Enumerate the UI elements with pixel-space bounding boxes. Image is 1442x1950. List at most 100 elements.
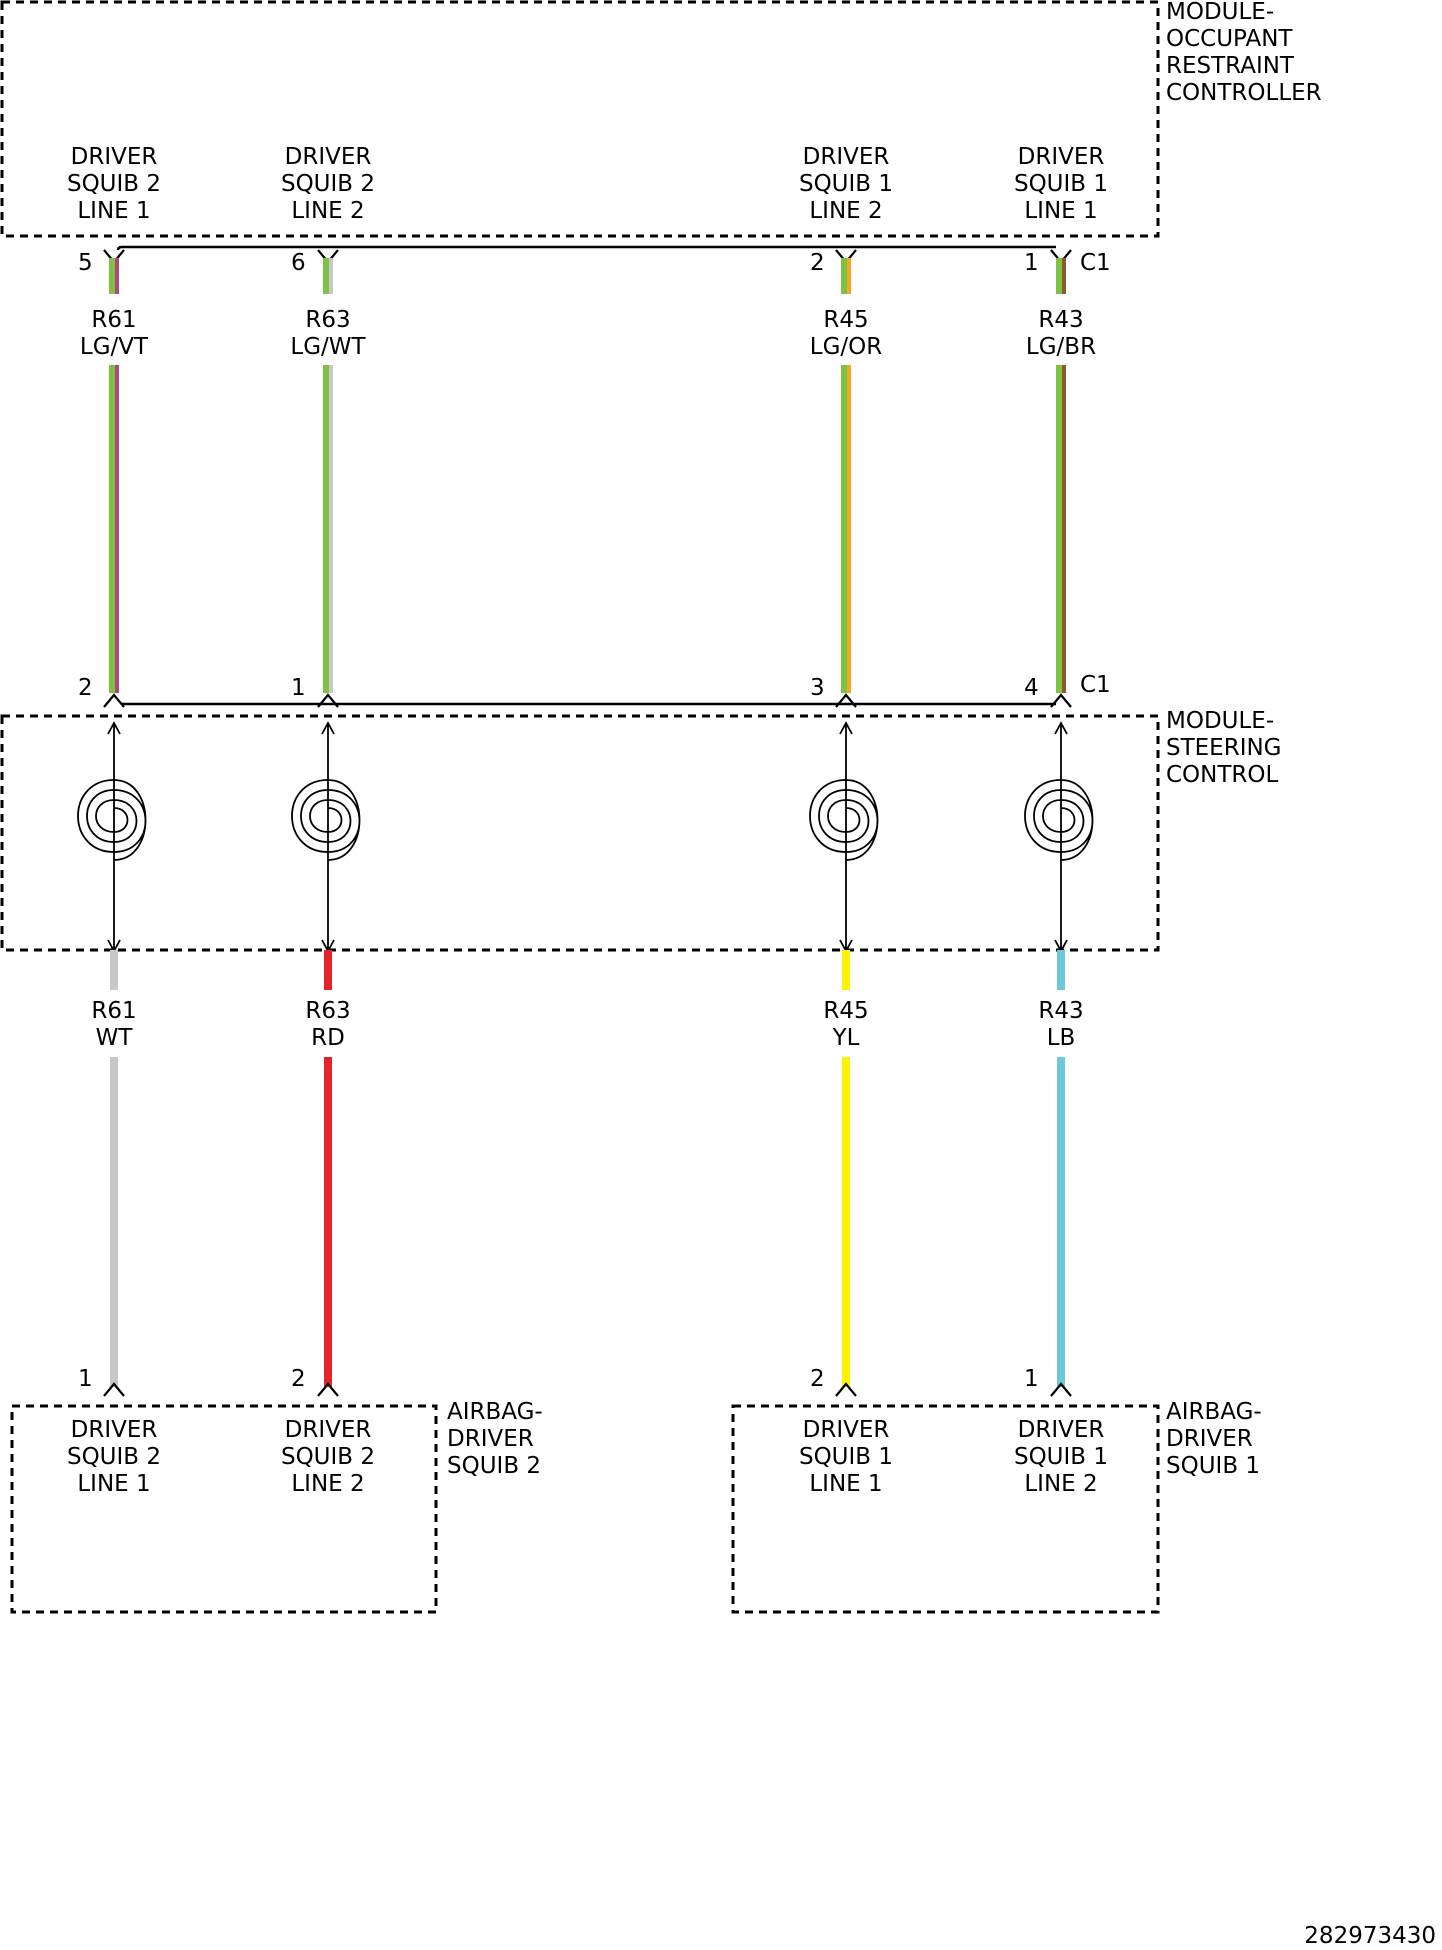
wire-color-label: LB — [1047, 1025, 1076, 1051]
module-steering-control: MODULE- STEERING CONTROL — [0, 708, 1282, 952]
wire-segment — [109, 258, 115, 294]
connector-id: C1 — [1080, 672, 1111, 698]
wire-color-label: WT — [96, 1025, 134, 1051]
wire-segment — [841, 365, 847, 693]
module-airbag-driver-squib-2: AIRBAG- DRIVER SQUIB 2 DRIVER SQUIB 2 LI… — [10, 1399, 543, 1614]
pin-label-line: DRIVER — [71, 1417, 158, 1443]
connector-pin-caret — [103, 693, 125, 708]
pin-number: 3 — [810, 675, 825, 701]
wire-segment — [324, 1057, 332, 1387]
wire-circuit-label: R61 — [91, 307, 136, 333]
module-occupant-restraint-controller: MODULE- OCCUPANT RESTRAINT CONTROLLER DR… — [0, 0, 1322, 238]
pin-label-line: LINE 1 — [1024, 198, 1097, 224]
connector-c1-middle: 2 1 3 4 C1 — [78, 672, 1111, 708]
wire-segment — [842, 1057, 850, 1387]
pin-label-line: SQUIB 1 — [799, 171, 893, 197]
wire-stripe — [1062, 365, 1066, 693]
wire-circuit-label: R63 — [305, 307, 350, 333]
connector-pin-caret — [1050, 693, 1072, 708]
module-label-line: AIRBAG- — [1166, 1399, 1262, 1425]
connector-pin-caret — [1050, 1382, 1072, 1397]
pin-number: 1 — [1024, 250, 1039, 276]
module-label-line: OCCUPANT — [1166, 26, 1293, 52]
wire-segment — [1056, 258, 1062, 294]
wire-segment — [323, 258, 329, 294]
module-label-line: MODULE- — [1166, 708, 1274, 734]
wire-segment — [110, 950, 118, 990]
connector-pin-caret — [835, 1382, 857, 1397]
wire-circuit-label: R43 — [1038, 307, 1083, 333]
module-label-line: SQUIB 1 — [1166, 1453, 1260, 1479]
wire-r43-lb — [1057, 950, 1065, 1387]
module-label-line: AIRBAG- — [447, 1399, 543, 1425]
pin-number: 1 — [291, 675, 306, 701]
clockspring-coil-4 — [1024, 721, 1094, 953]
wire-segment — [110, 1057, 118, 1387]
wire-color-label: LG/OR — [810, 334, 882, 360]
module-label-line: STEERING — [1166, 735, 1282, 761]
clockspring-coil-3 — [809, 721, 879, 953]
module-label-line: RESTRAINT — [1166, 53, 1295, 79]
connector-c1-top: 5 6 2 1 C1 — [78, 245, 1111, 276]
pin-label-line: DRIVER — [71, 144, 158, 170]
wire-color-label: RD — [311, 1025, 345, 1051]
pin-label-line: LINE 2 — [291, 1471, 364, 1497]
module-label-line: CONTROLLER — [1166, 80, 1322, 106]
wire-stripe — [1062, 258, 1066, 294]
pin-label-line: DRIVER — [803, 144, 890, 170]
module-label-line: DRIVER — [1166, 1426, 1253, 1452]
wire-circuit-label: R45 — [823, 998, 868, 1024]
pin-label-line: SQUIB 1 — [799, 1444, 893, 1470]
pin-label-line: SQUIB 1 — [1014, 1444, 1108, 1470]
pin-label-line: SQUIB 2 — [281, 171, 375, 197]
wire-segment — [1056, 365, 1062, 693]
pin-number: 2 — [810, 250, 825, 276]
wire-circuit-label: R43 — [1038, 998, 1083, 1024]
wire-r45-yl — [842, 950, 850, 1387]
wire-segment — [842, 950, 850, 990]
pin-number: 4 — [1024, 675, 1039, 701]
wire-r63-lg-wt — [323, 258, 333, 693]
pin-label-line: LINE 1 — [77, 1471, 150, 1497]
wire-circuit-label: R45 — [823, 307, 868, 333]
pin-label-line: SQUIB 1 — [1014, 171, 1108, 197]
pin-label-line: DRIVER — [285, 1417, 372, 1443]
connector-id: C1 — [1080, 250, 1111, 276]
module-label-line: CONTROL — [1166, 762, 1279, 788]
clockspring-coil-2 — [291, 721, 361, 953]
wire-segment — [323, 365, 329, 693]
pin-number: 2 — [291, 1366, 306, 1392]
pin-label-line: SQUIB 2 — [67, 1444, 161, 1470]
wire-segment — [1057, 950, 1065, 990]
wire-color-label: LG/BR — [1026, 334, 1096, 360]
wire-segment — [109, 365, 115, 693]
wire-stripe — [329, 365, 333, 693]
module-label-line: MODULE- — [1166, 0, 1274, 25]
wire-stripe — [329, 258, 333, 294]
pin-label-line: LINE 2 — [1024, 1471, 1097, 1497]
connector-pin-caret — [317, 1382, 339, 1397]
pin-label-line: DRIVER — [1018, 144, 1105, 170]
module-airbag-driver-squib-1: AIRBAG- DRIVER SQUIB 1 DRIVER SQUIB 1 LI… — [731, 1399, 1262, 1614]
wire-circuit-label: R63 — [305, 998, 350, 1024]
pin-label-line: SQUIB 2 — [281, 1444, 375, 1470]
pin-number: 1 — [1024, 1366, 1039, 1392]
pin-number: 6 — [291, 250, 306, 276]
wire-r61-wt — [110, 950, 118, 1387]
pin-label-line: LINE 2 — [809, 198, 882, 224]
pin-label-line: DRIVER — [1018, 1417, 1105, 1443]
pin-label-line: SQUIB 2 — [67, 171, 161, 197]
wire-stripe — [847, 258, 851, 294]
wire-stripe — [115, 258, 119, 294]
wire-stripe — [847, 365, 851, 693]
wire-segment — [841, 258, 847, 294]
wire-r63-rd — [324, 950, 332, 1387]
pin-label-line: DRIVER — [285, 144, 372, 170]
pin-label-line: LINE 1 — [77, 198, 150, 224]
connector-airbag-pins: 1 2 2 1 — [78, 1366, 1072, 1397]
pin-number: 2 — [78, 675, 93, 701]
pin-label-line: DRIVER — [803, 1417, 890, 1443]
pin-number: 1 — [78, 1366, 93, 1392]
wire-segment — [324, 950, 332, 990]
